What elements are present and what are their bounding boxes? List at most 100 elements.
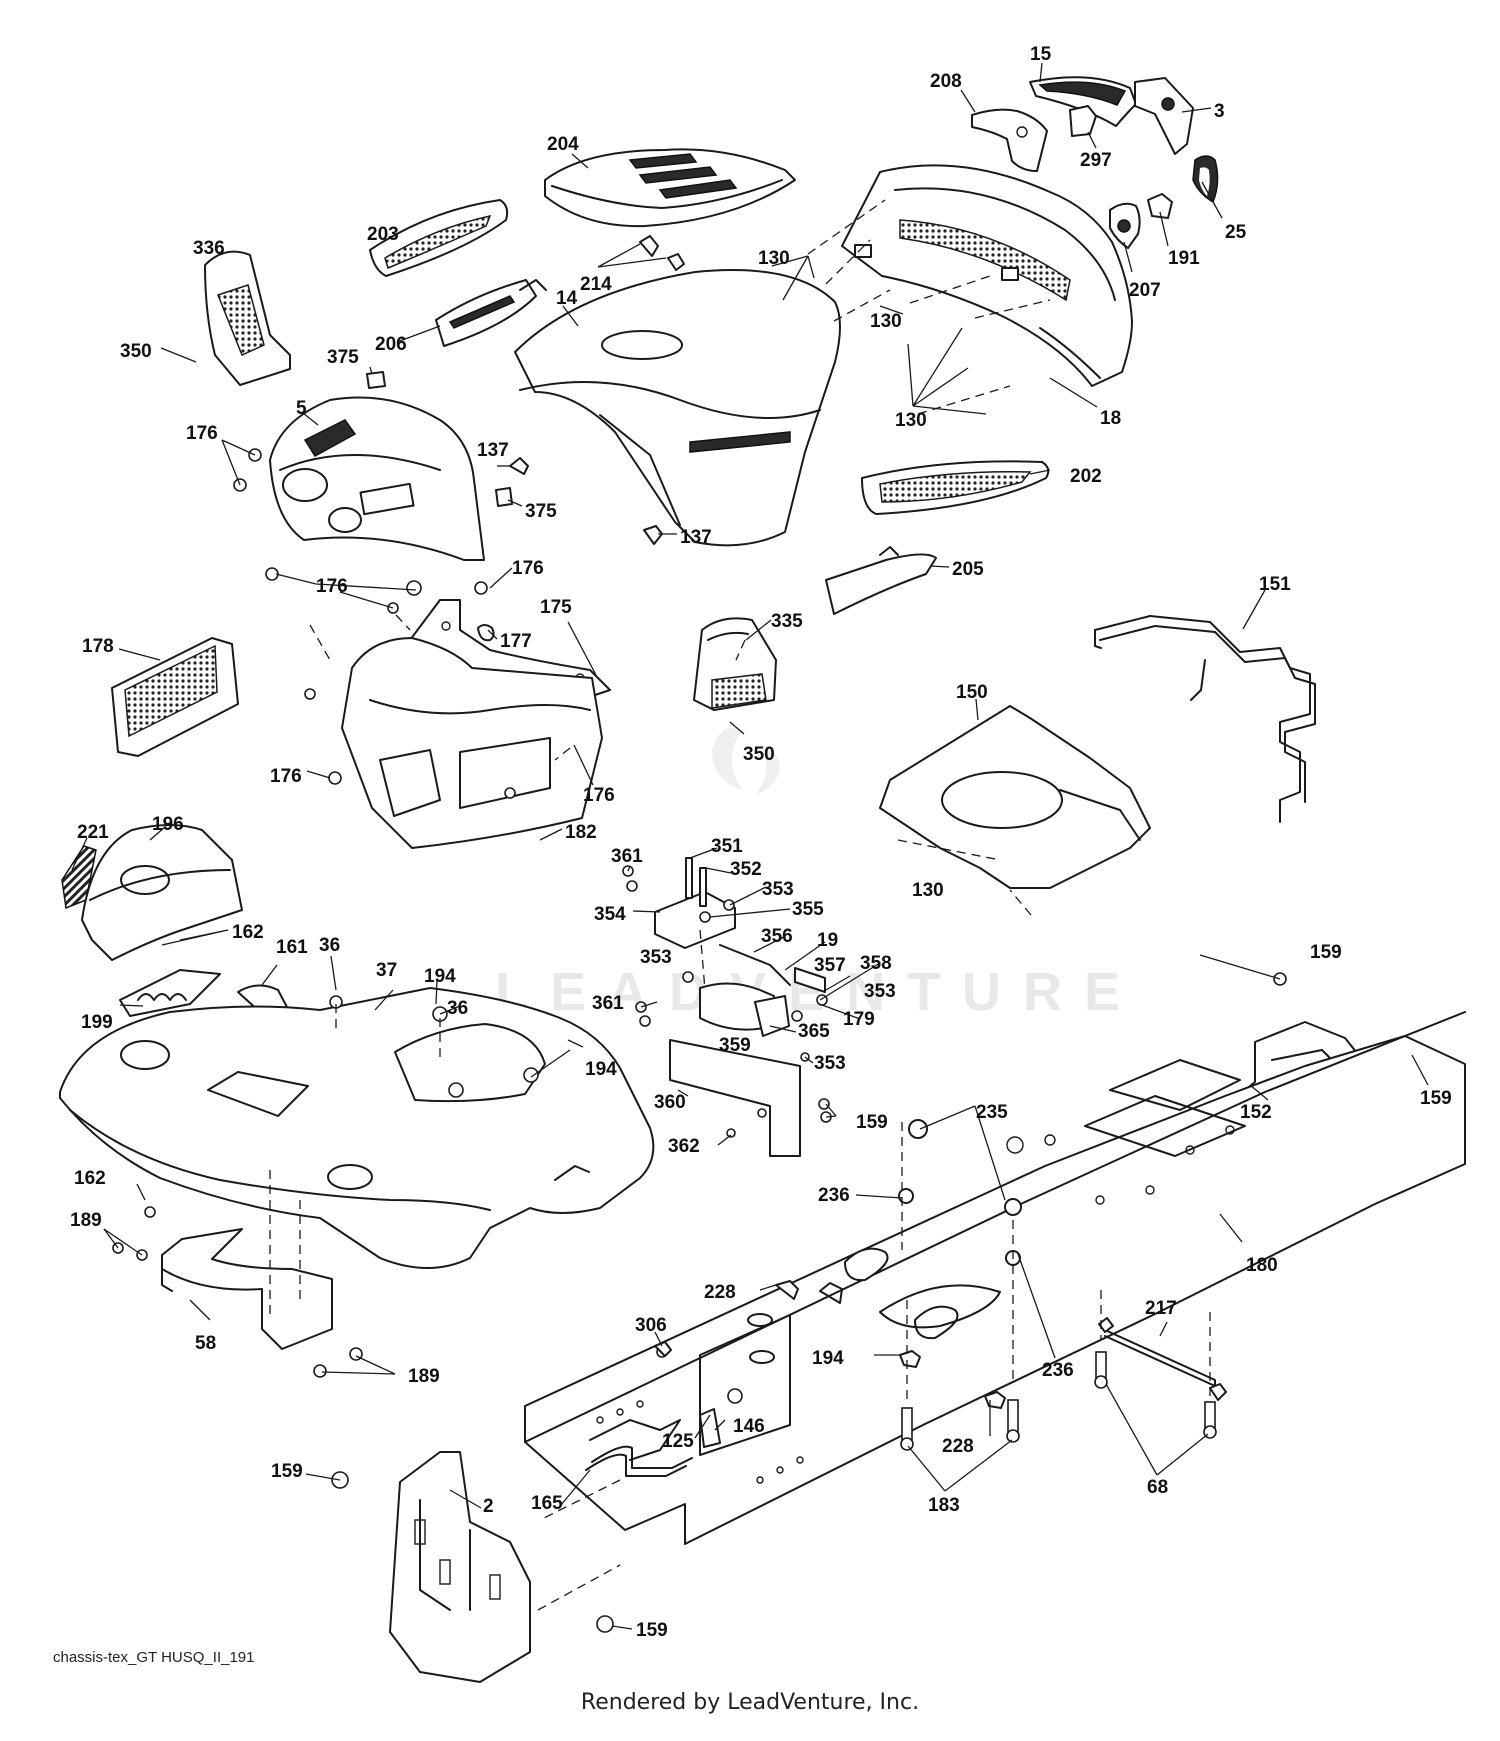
callout-165: 165 xyxy=(531,1493,563,1514)
part-37-fender xyxy=(59,987,655,1269)
part-151-bracket xyxy=(1094,615,1311,823)
callout-130-d: 130 xyxy=(912,880,944,901)
callout-235: 235 xyxy=(976,1102,1008,1123)
callout-176-d: 176 xyxy=(270,766,302,787)
callout-362: 362 xyxy=(668,1136,700,1157)
callout-206: 206 xyxy=(375,334,407,355)
callout-353-b: 353 xyxy=(640,947,672,968)
callout-36-b: 36 xyxy=(447,998,468,1019)
callout-37: 37 xyxy=(376,960,397,981)
part-208-bracket xyxy=(971,108,1048,172)
callout-214: 214 xyxy=(580,274,612,295)
part-297-clip xyxy=(1069,105,1097,137)
callout-236-a: 236 xyxy=(818,1185,850,1206)
callout-357: 357 xyxy=(814,955,846,976)
callout-365: 365 xyxy=(798,1021,830,1042)
part-18-front-housing xyxy=(841,164,1133,387)
callout-179: 179 xyxy=(843,1009,875,1030)
part-205-trim xyxy=(825,553,937,615)
callout-178: 178 xyxy=(82,636,114,657)
callout-176-e: 176 xyxy=(583,785,615,806)
callout-176-c: 176 xyxy=(316,576,348,597)
diagram-reference-code: chassis-tex_GT HUSQ_II_191 xyxy=(53,1649,255,1666)
callout-204: 204 xyxy=(547,134,579,155)
callout-161: 161 xyxy=(276,937,308,958)
callout-159-e: 159 xyxy=(636,1620,668,1641)
callout-130-b: 130 xyxy=(870,311,902,332)
part-191-clip xyxy=(1147,193,1173,219)
part-204-hood-cover xyxy=(544,148,796,228)
part-150-deflector-plate xyxy=(879,705,1151,889)
part-2-rear-plate xyxy=(389,1451,531,1683)
callout-353-a: 353 xyxy=(762,879,794,900)
callout-180: 180 xyxy=(1246,1255,1278,1276)
callout-360: 360 xyxy=(654,1092,686,1113)
callout-175: 175 xyxy=(540,597,572,618)
callout-159-a: 159 xyxy=(1310,942,1342,963)
callout-36-a: 36 xyxy=(319,935,340,956)
callout-208: 208 xyxy=(930,71,962,92)
callout-19: 19 xyxy=(817,930,838,951)
callout-146: 146 xyxy=(733,1416,765,1437)
callout-58: 58 xyxy=(195,1333,216,1354)
callout-5: 5 xyxy=(296,398,307,419)
callout-150: 150 xyxy=(956,682,988,703)
part-3-emblem xyxy=(1134,77,1194,155)
callout-191: 191 xyxy=(1168,248,1200,269)
part-drawings xyxy=(59,76,1466,1683)
rendered-by-credit: Rendered by LeadVenture, Inc. xyxy=(580,1690,920,1715)
callout-351: 351 xyxy=(711,836,743,857)
callout-203: 203 xyxy=(367,224,399,245)
callout-3: 3 xyxy=(1214,101,1225,122)
callout-354: 354 xyxy=(594,904,626,925)
callout-352: 352 xyxy=(730,859,762,880)
callout-152: 152 xyxy=(1240,1102,1272,1123)
callout-189-b: 189 xyxy=(408,1366,440,1387)
callout-189-a: 189 xyxy=(70,1210,102,1231)
callout-207: 207 xyxy=(1129,280,1161,301)
part-165-rod xyxy=(585,1453,687,1477)
callout-130-c: 130 xyxy=(895,410,927,431)
callout-18: 18 xyxy=(1100,408,1121,429)
callout-353-c: 353 xyxy=(864,981,896,1002)
callout-159-d: 159 xyxy=(271,1461,303,1482)
callout-162-b: 162 xyxy=(74,1168,106,1189)
callout-25: 25 xyxy=(1225,222,1247,243)
callout-350-b: 350 xyxy=(743,744,775,765)
callout-335: 335 xyxy=(771,611,803,632)
callout-68: 68 xyxy=(1147,1477,1168,1498)
callout-2: 2 xyxy=(483,1496,494,1517)
callout-14: 14 xyxy=(556,288,578,309)
callout-205: 205 xyxy=(952,559,984,580)
actuator-assembly xyxy=(622,857,832,1157)
part-196-seat-cover xyxy=(81,824,243,961)
callout-194-b: 194 xyxy=(585,1059,617,1080)
callout-15: 15 xyxy=(1030,44,1052,65)
callout-194-a: 194 xyxy=(424,966,456,987)
callout-176-a: 176 xyxy=(186,423,218,444)
leader-lines xyxy=(71,62,1429,1630)
callout-228-b: 228 xyxy=(942,1436,974,1457)
callout-350-a: 350 xyxy=(120,341,152,362)
callout-356: 356 xyxy=(761,926,793,947)
callout-159-c: 159 xyxy=(856,1112,888,1133)
callout-labels: 15 208 3 297 25 204 191 207 130 130 130 … xyxy=(70,44,1452,1641)
callout-159-b: 159 xyxy=(1420,1088,1452,1109)
callout-183: 183 xyxy=(928,1495,960,1516)
callout-194-c: 194 xyxy=(812,1348,844,1369)
callout-202: 202 xyxy=(1070,466,1102,487)
part-199-trim xyxy=(119,969,221,1017)
callout-151: 151 xyxy=(1259,574,1291,595)
callout-217: 217 xyxy=(1145,1298,1177,1319)
callout-137-b: 137 xyxy=(680,527,712,548)
callout-236-b: 236 xyxy=(1042,1360,1074,1381)
callout-176-b: 176 xyxy=(512,558,544,579)
callout-199: 199 xyxy=(81,1012,113,1033)
callout-361-b: 361 xyxy=(592,993,624,1014)
callout-359: 359 xyxy=(719,1035,751,1056)
callout-361-a: 361 xyxy=(611,846,643,867)
callout-353-d: 353 xyxy=(814,1053,846,1074)
callout-306: 306 xyxy=(635,1315,667,1336)
callout-336: 336 xyxy=(193,238,225,259)
